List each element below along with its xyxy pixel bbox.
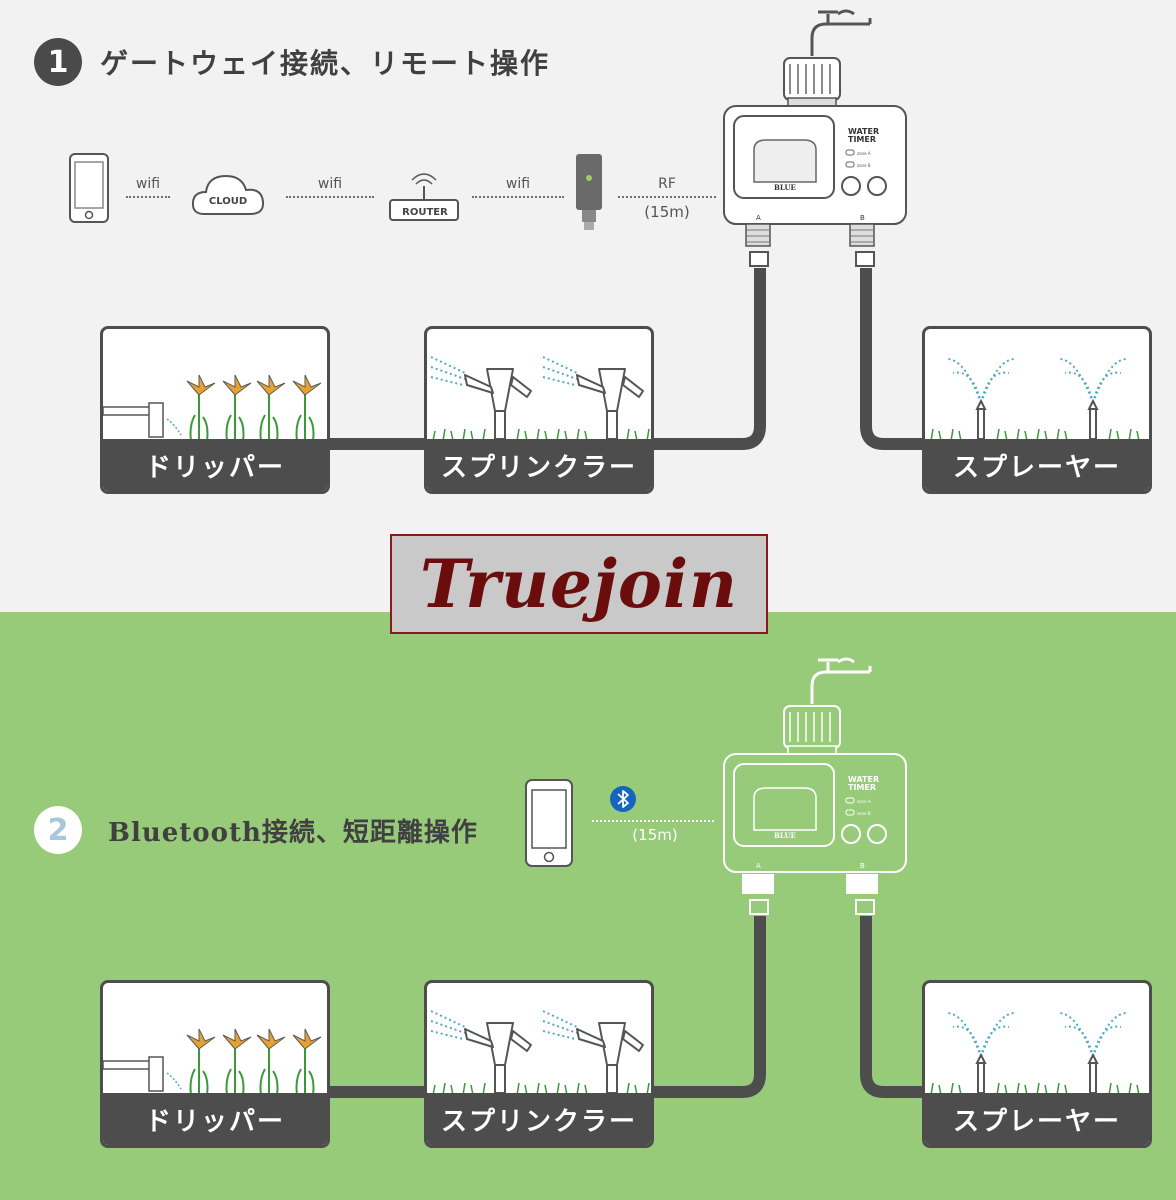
step-1-badge: 1 xyxy=(34,38,82,86)
link-label-wifi-3: wifi xyxy=(505,176,531,192)
dripper-illustration xyxy=(103,374,327,441)
rf-label: RF xyxy=(658,176,676,192)
timer-1-title-1: WATER xyxy=(848,127,879,136)
scene-sprinkler-2: スプリンクラー xyxy=(424,980,654,1148)
scene-sprayer-2: スプレーヤー xyxy=(922,980,1152,1148)
timer-1-brand: BLUE xyxy=(774,183,796,192)
timer-2-outlet-a: A xyxy=(756,862,761,870)
dripper-illustration-2 xyxy=(103,1028,327,1095)
router-label: ROUTER xyxy=(402,207,448,218)
timer-1-title-2: TIMER xyxy=(848,135,876,144)
water-timer-2: WATER TIMER zone A zone B BLUE A B xyxy=(723,657,907,915)
link-label-wifi-2: wifi xyxy=(317,176,343,192)
timer-2-title-2: TIMER xyxy=(848,783,876,792)
brand-logo: Truejoin xyxy=(419,545,739,623)
water-timer-1: WATER TIMER zone A zone B BLUE A B xyxy=(723,9,907,267)
step-2-badge: 2 xyxy=(34,806,82,854)
bluetooth-icon xyxy=(610,786,636,812)
phone-icon xyxy=(69,153,109,223)
cloud-icon xyxy=(191,174,265,215)
sprinkler-illustration xyxy=(427,356,651,441)
scene-label-dripper-1: ドリッパー xyxy=(103,439,327,491)
sprayer-illustration xyxy=(925,358,1149,441)
scene-sprinkler-1: スプリンクラー xyxy=(424,326,654,494)
brand-banner: Truejoin xyxy=(390,534,768,634)
rf-range-label: (15m) xyxy=(644,203,690,221)
rf-link-line xyxy=(618,196,716,198)
link-line-3 xyxy=(472,196,564,198)
cloud-label: CLOUD xyxy=(208,196,248,207)
step-2-title: Bluetooth接続、短距離操作 xyxy=(108,818,478,848)
timer-1-outlet-a: A xyxy=(756,214,761,222)
scene-label-sprayer-2: スプレーヤー xyxy=(925,1093,1149,1145)
timer-2-brand: BLUE xyxy=(774,831,796,840)
link-label-wifi-1: wifi xyxy=(135,176,161,192)
scene-dripper-2: ドリッパー xyxy=(100,980,330,1148)
scene-label-sprayer-1: スプレーヤー xyxy=(925,439,1149,491)
timer-2-zone-a: zone A xyxy=(857,799,871,804)
bluetooth-range-label: (15m) xyxy=(632,826,678,844)
scene-label-sprinkler-1: スプリンクラー xyxy=(427,439,651,491)
scene-sprayer-1: スプレーヤー xyxy=(922,326,1152,494)
timer-2-outlet-b: B xyxy=(860,862,865,870)
timer-2-zone-b: zone B xyxy=(857,811,871,816)
link-line-1 xyxy=(126,196,170,198)
gateway-section xyxy=(0,0,1176,612)
bluetooth-link-line xyxy=(592,820,714,822)
step-1-title: ゲートウェイ接続、リモート操作 xyxy=(100,47,551,80)
router-icon xyxy=(389,173,459,221)
scene-label-dripper-2: ドリッパー xyxy=(103,1093,327,1145)
scene-label-sprinkler-2: スプリンクラー xyxy=(427,1093,651,1145)
timer-1-outlet-b: B xyxy=(860,214,865,222)
timer-2-title-1: WATER xyxy=(848,775,879,784)
timer-1-zone-b: zone B xyxy=(857,163,871,168)
sprayer-illustration-2 xyxy=(925,1012,1149,1095)
link-line-2 xyxy=(286,196,374,198)
timer-1-zone-a: zone A xyxy=(857,151,871,156)
phone-icon-2 xyxy=(525,779,573,867)
scene-dripper-1: ドリッパー xyxy=(100,326,330,494)
sprinkler-illustration-2 xyxy=(427,1010,651,1095)
gateway-icon xyxy=(576,154,602,230)
